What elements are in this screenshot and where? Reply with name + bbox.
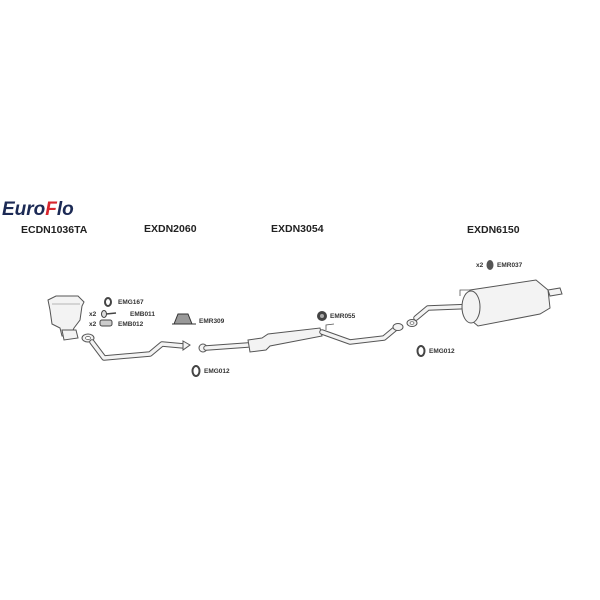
gasket-icon xyxy=(104,297,112,307)
svg-text:EuroFlo: EuroFlo xyxy=(2,199,74,220)
section-code-rear-box: EXDN6150 xyxy=(467,224,520,236)
part-label: EMR309 xyxy=(199,318,225,325)
spring-icon xyxy=(99,319,113,327)
part-qty: x2 xyxy=(476,262,484,269)
bolt-icon xyxy=(101,310,117,318)
part-label: EMB011 xyxy=(130,311,155,318)
part-label: EMG167 xyxy=(118,299,144,306)
gasket-icon xyxy=(191,365,201,377)
part-label: EMG012 xyxy=(204,368,230,375)
part-qty: x2 xyxy=(89,311,97,318)
euroflo-logo: EuroFlo xyxy=(2,199,74,220)
gasket-icon xyxy=(416,345,426,357)
rubber-ring-icon xyxy=(486,260,494,270)
section-code-center-box: EXDN3054 xyxy=(271,223,324,235)
section-code-front-pipe: EXDN2060 xyxy=(144,223,197,235)
catalyst-drawing xyxy=(47,295,85,341)
part-qty: x2 xyxy=(89,321,97,328)
center-box-drawing xyxy=(198,323,404,353)
section-code-catalyst: ECDN1036TA xyxy=(21,224,88,236)
front-pipe-drawing xyxy=(81,333,191,361)
part-label: EMB012 xyxy=(118,321,144,328)
part-label: EMR037 xyxy=(497,262,523,269)
part-label: EMG012 xyxy=(429,348,455,355)
part-label: EMR055 xyxy=(330,313,356,320)
rubber-mount-icon xyxy=(172,313,196,325)
rear-box-drawing xyxy=(406,279,563,327)
